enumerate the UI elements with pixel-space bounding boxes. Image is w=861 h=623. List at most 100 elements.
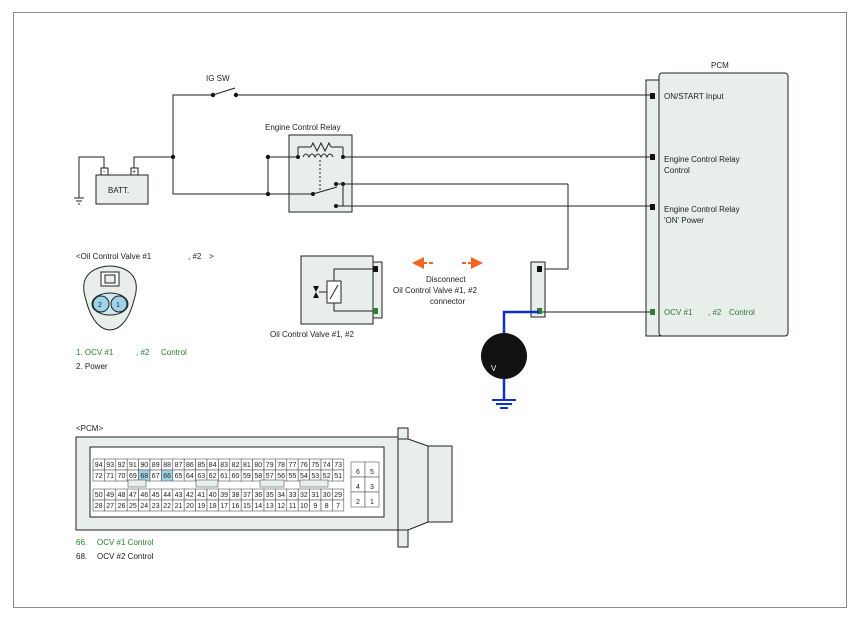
pcm-pin-label: 53 xyxy=(311,473,319,480)
ocv-connector-pin-1-label: 1 xyxy=(116,302,120,309)
pcm-relay-control-label-1: Engine Control Relay xyxy=(664,155,740,164)
pcm-pin-label: 24 xyxy=(140,503,148,510)
pcm-pin-label: 19 xyxy=(197,503,205,510)
pcm-key-rib xyxy=(299,479,329,488)
relay-title: Engine Control Relay xyxy=(265,123,341,132)
pcm-pin-label: 27 xyxy=(106,503,114,510)
pcm-pin-label: 10 xyxy=(300,503,308,510)
pcm-pin-label: 51 xyxy=(334,473,342,480)
pcm-on-start-label: ON/START Input xyxy=(664,92,724,101)
pcm-pin-label: 81 xyxy=(243,462,251,469)
pcm-pin-label: 56 xyxy=(277,473,285,480)
pcm-pin-label: 74 xyxy=(323,462,331,469)
pcm-pin-label: 36 xyxy=(254,492,262,499)
pcm-pin-cell xyxy=(332,469,345,482)
ocv-harness-pin-2 xyxy=(537,266,542,272)
ocv-connector-title-b: , #2 xyxy=(188,252,202,261)
pcm-connector-tab-top xyxy=(397,427,409,440)
pcm-pin-label: 5 xyxy=(370,469,374,476)
pcm-pin-label: 64 xyxy=(186,473,194,480)
pcm-pin-label: 8 xyxy=(325,503,329,510)
pcm-pin-label: 3 xyxy=(370,484,374,491)
pcm-pin-label: 9 xyxy=(313,503,317,510)
pcm-pin-label: 63 xyxy=(197,473,205,480)
pcm-ocv-label-b: , #2 xyxy=(708,308,722,317)
pcm-pin-label: 57 xyxy=(266,473,274,480)
pcm-pin-label: 76 xyxy=(300,462,308,469)
pcm-pin-label: 33 xyxy=(289,492,297,499)
disconnect-label-2: Oil Control Valve #1, #2 xyxy=(393,286,477,295)
ocv-legend-1-c: Control xyxy=(161,348,187,357)
pcm-legend-1-text: OCV #1 Control xyxy=(97,538,154,547)
pcm-pin-label: 46 xyxy=(140,492,148,499)
pcm-ocv-label-c: Control xyxy=(729,308,755,317)
relay-coil xyxy=(302,153,334,159)
pcm-pin-label: 52 xyxy=(323,473,331,480)
pcm-pin-label: 71 xyxy=(106,473,114,480)
pcm-pin-label: 13 xyxy=(266,503,274,510)
pcm-pin-label: 6 xyxy=(356,469,360,476)
ocv-legend-2: 2. Power xyxy=(76,362,108,371)
pcm-pin-label: 41 xyxy=(197,492,205,499)
ocv-valve-arrow-top xyxy=(313,286,319,292)
pcm-pin-label: 72 xyxy=(95,473,103,480)
pcm-connector-collar xyxy=(397,438,429,531)
battery xyxy=(95,174,149,205)
pcm-pin-label: 7 xyxy=(336,503,340,510)
pcm-pin-label: 60 xyxy=(232,473,240,480)
pcm-pin-label: 28 xyxy=(95,503,103,510)
pcm-pin-label: 77 xyxy=(289,462,297,469)
wire-battery-relay xyxy=(172,157,268,195)
battery-pos-sign: + xyxy=(132,169,136,176)
wire-battery-ground xyxy=(78,156,105,198)
pcm-pin-label: 67 xyxy=(152,473,160,480)
pcm-connector-rear xyxy=(427,445,453,523)
pcm-pin-label: 93 xyxy=(106,462,114,469)
pcm-pin-label: 91 xyxy=(129,462,137,469)
pcm-pin-label: 11 xyxy=(289,503,296,510)
pcm-pin-label: 18 xyxy=(209,503,217,510)
pcm-pin-label: 38 xyxy=(232,492,240,499)
pcm-pin-label: 30 xyxy=(323,492,331,499)
pcm-pin-label: 84 xyxy=(209,462,217,469)
ocv-component-label: Oil Control Valve #1, #2 xyxy=(270,330,354,339)
battery-label: BATT. xyxy=(108,186,129,195)
pcm-pin-label: 92 xyxy=(118,462,126,469)
pcm-pin-label: 49 xyxy=(106,492,114,499)
pcm-pin-label: 94 xyxy=(95,462,103,469)
pcm-pin-label: 40 xyxy=(209,492,217,499)
ig-sw-label: IG SW xyxy=(206,74,230,83)
pcm-pin-label: 14 xyxy=(254,503,262,510)
pcm-pin-cell xyxy=(332,499,345,512)
pcm-pin-label: 62 xyxy=(209,473,217,480)
pcm-pin-label: 85 xyxy=(197,462,205,469)
ocv-internal-wire-top xyxy=(333,268,373,281)
pcm-pin-label: 4 xyxy=(356,484,360,491)
pcm-pin-label: 83 xyxy=(220,462,228,469)
pcm-pin-label: 59 xyxy=(243,473,251,480)
pcm-pin-label: 12 xyxy=(277,503,285,510)
pcm-pin-label: 35 xyxy=(266,492,274,499)
pcm-legend-2-text: OCV #2 Control xyxy=(97,552,154,561)
pcm-pin-label: 31 xyxy=(311,492,319,499)
pcm-pin-label: 73 xyxy=(334,462,342,469)
pcm-pin-label: 44 xyxy=(163,492,171,499)
wire-ig-feed xyxy=(172,94,213,157)
ocv-legend-1-a: 1. OCV #1 xyxy=(76,348,114,357)
pcm-pin-label: 48 xyxy=(118,492,126,499)
pcm-pin-ocv-control xyxy=(650,309,655,315)
relay-resistor xyxy=(310,141,332,153)
pcm-pin-label: 61 xyxy=(220,473,228,480)
pcm-pin-label: 22 xyxy=(163,503,171,510)
ocv-internal-wire-bottom xyxy=(333,303,373,312)
pcm-connector-tab-bottom xyxy=(397,529,409,548)
pcm-relay-power-label-1: Engine Control Relay xyxy=(664,205,740,214)
ig-sw-blade xyxy=(212,87,236,96)
pcm-box xyxy=(658,72,789,337)
pcm-pin-label: 45 xyxy=(152,492,160,499)
ocv-connector-pin-1 xyxy=(110,295,128,313)
voltmeter-lead-positive xyxy=(502,310,539,333)
wire-battery-positive xyxy=(133,156,173,168)
